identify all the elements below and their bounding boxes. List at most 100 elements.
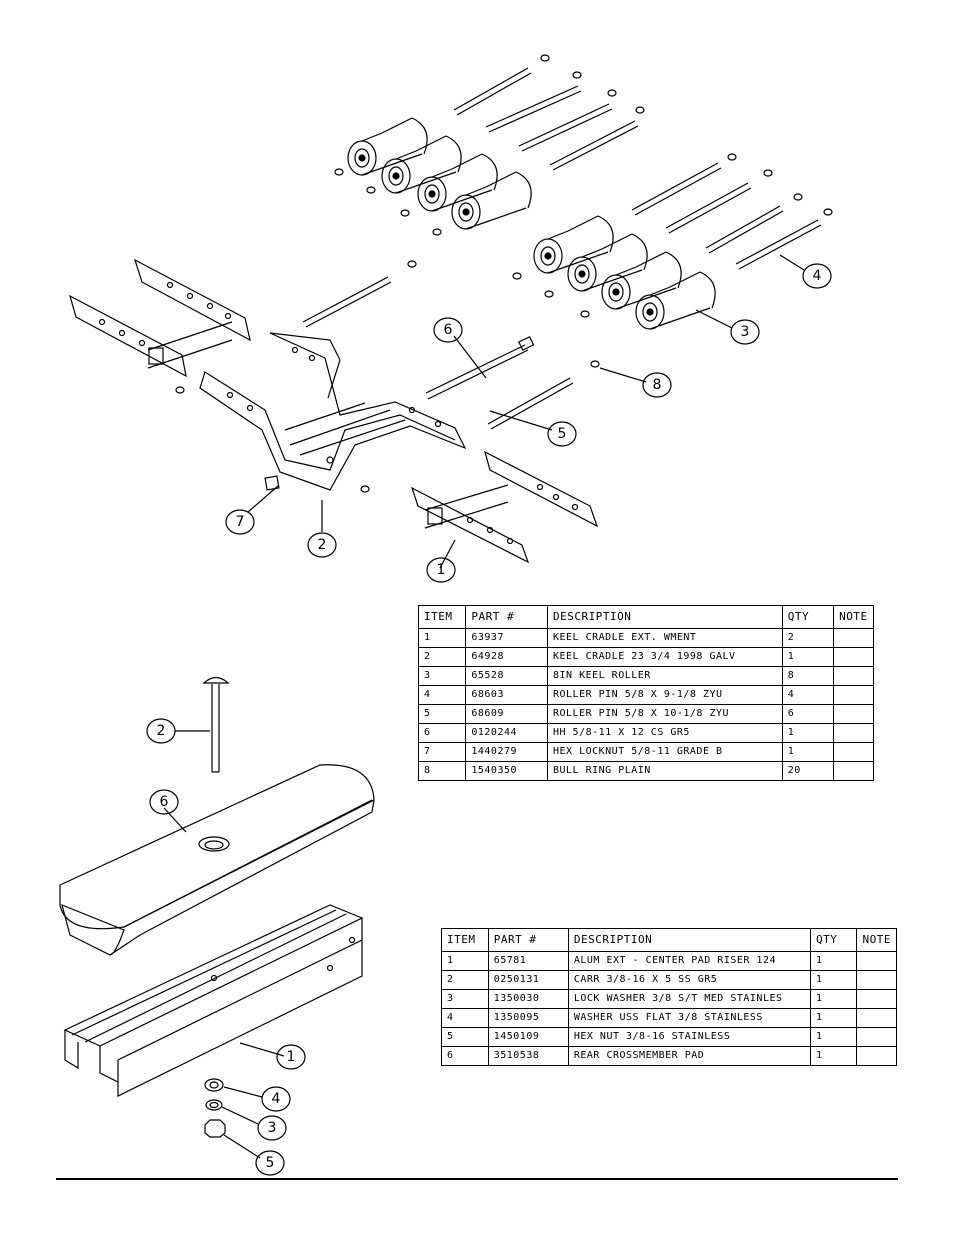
cell-note (833, 742, 874, 762)
cell-note (856, 1027, 897, 1047)
cell-item: 5 (441, 1027, 489, 1047)
leader-lines-upper (247, 254, 805, 569)
cell-item: 3 (441, 989, 489, 1009)
cell-qty: 1 (809, 970, 858, 990)
cell-item: 2 (441, 970, 489, 990)
cell-qty: 1 (809, 1008, 858, 1028)
col-note: NOTE (856, 928, 897, 952)
callout-lower-6: 6 (160, 794, 169, 810)
cell-description: KEEL CRADLE 23 3/4 1998 GALV (546, 647, 783, 667)
col-part: PART # (487, 928, 569, 952)
bull-rings (175, 54, 833, 493)
cell-qty: 1 (809, 951, 858, 971)
cell-qty: 20 (781, 761, 835, 781)
cell-note (833, 704, 874, 724)
leader-lines-lower (163, 730, 285, 1159)
bom-header-row: ITEM PART # DESCRIPTION QTY NOTE (441, 928, 897, 952)
pins-5-6 (425, 335, 574, 430)
bom-header-row: ITEM PART # DESCRIPTION QTY NOTE (417, 605, 874, 629)
roller-pins-upper (302, 67, 822, 328)
col-qty: QTY (809, 928, 858, 952)
cell-note (856, 989, 897, 1009)
callout-upper-6: 6 (444, 322, 453, 338)
cell-part: 68609 (465, 704, 548, 724)
cell-part: 3510538 (487, 1046, 569, 1066)
callouts-upper (225, 263, 832, 583)
cell-part: 65781 (487, 951, 569, 971)
callouts-lower (146, 718, 306, 1176)
cell-part: 63937 (465, 628, 548, 648)
callout-upper-5: 5 (558, 426, 567, 442)
cell-description: HEX LOCKNUT 5/8-11 GRADE B (546, 742, 783, 762)
cell-part: 1350030 (487, 989, 569, 1009)
cell-note (833, 685, 874, 705)
cell-note (856, 951, 897, 971)
callout-upper-8: 8 (653, 377, 662, 393)
cell-qty: 1 (781, 647, 835, 667)
callout-lower-4: 4 (272, 1091, 281, 1107)
col-part: PART # (465, 605, 548, 629)
carriage-bolt (202, 676, 230, 773)
cell-note (833, 647, 874, 667)
cell-description: CARR 3/8-16 X 5 SS GR5 (567, 970, 812, 990)
callout-upper-3: 3 (741, 324, 750, 340)
cell-item: 3 (417, 666, 467, 686)
cell-note (856, 1008, 897, 1028)
cell-note (856, 970, 897, 990)
cell-description: HH 5/8-11 X 12 CS GR5 (546, 723, 783, 743)
cell-item: 5 (417, 704, 467, 724)
cell-note (856, 1046, 897, 1066)
cradle-extension-left (69, 258, 251, 378)
callout-lower-3: 3 (268, 1120, 277, 1136)
cell-item: 6 (441, 1046, 489, 1066)
cell-note (833, 723, 874, 743)
cell-item: 2 (417, 647, 467, 667)
callout-upper-4: 4 (813, 268, 822, 284)
cell-item: 4 (417, 685, 467, 705)
cell-qty: 2 (781, 628, 835, 648)
cell-note (833, 761, 874, 781)
callout-lower-5: 5 (266, 1155, 275, 1171)
cell-description: WASHER USS FLAT 3/8 STAINLESS (567, 1008, 812, 1028)
col-item: ITEM (441, 928, 489, 952)
cell-note (833, 666, 874, 686)
cell-qty: 4 (781, 685, 835, 705)
cell-description: 8IN KEEL ROLLER (546, 666, 783, 686)
cradle-extension-right (410, 450, 599, 564)
cell-part: 65528 (465, 666, 548, 686)
washer-nut-stack (204, 1078, 226, 1138)
cell-qty: 1 (809, 1046, 858, 1066)
cell-item: 8 (417, 761, 467, 781)
hex-locknut (264, 475, 280, 491)
col-qty: QTY (781, 605, 835, 629)
col-description: DESCRIPTION (546, 605, 783, 629)
cell-part: 1350095 (487, 1008, 569, 1028)
cell-part: 0250131 (487, 970, 569, 990)
cell-description: LOCK WASHER 3/8 S/T MED STAINLES (567, 989, 812, 1009)
cell-part: 0120244 (465, 723, 548, 743)
cell-qty: 1 (809, 989, 858, 1009)
col-description: DESCRIPTION (567, 928, 812, 952)
callout-upper-7: 7 (236, 514, 245, 530)
callout-lower-2: 2 (157, 723, 166, 739)
keel-roller-group-a (347, 117, 532, 230)
cell-qty: 1 (809, 1027, 858, 1047)
cell-item: 4 (441, 1008, 489, 1028)
cell-description: BULL RING PLAIN (546, 761, 783, 781)
callout-upper-1: 1 (437, 562, 446, 578)
callout-upper-2: 2 (318, 537, 327, 553)
cell-description: KEEL CRADLE EXT. WMENT (546, 628, 783, 648)
cell-description: HEX NUT 3/8-16 STAINLESS (567, 1027, 812, 1047)
